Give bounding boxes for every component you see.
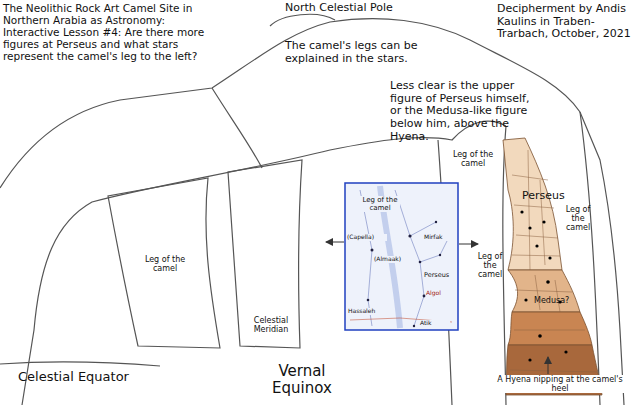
star-label: (Almaak): [374, 256, 414, 263]
figure-label: A Hyena nipping at the camel's heel: [496, 375, 624, 393]
meridian-label: Celestial Meridian: [245, 316, 297, 334]
figure-label: Perseus: [522, 190, 572, 203]
equator-label: Celestial Equator: [18, 370, 158, 385]
title-text: The Neolithic Rock Art Camel Site in Nor…: [3, 2, 215, 62]
figure-label: Medusa?: [534, 296, 574, 305]
leg-label: Leg of the camel: [474, 252, 506, 280]
leg-label: Leg of the camel: [451, 150, 495, 168]
note-text: The camel's legs can be explained in the…: [285, 40, 435, 65]
credit-note: Decipherment by Andis Kaulins in Traben-…: [497, 3, 637, 41]
note-text: Less clear is the upper figure of Perseu…: [390, 80, 540, 143]
star-label: Hassaleh: [348, 308, 388, 315]
star-label: Atik: [420, 320, 450, 327]
constellation-label: Perseus: [424, 272, 456, 279]
leg-label: Leg of the camel: [143, 255, 187, 273]
star-label: (Capella): [347, 234, 387, 241]
equinox-label: Vernal Equinox: [252, 363, 352, 398]
pole-label: North Celestial Pole: [285, 2, 415, 15]
star-label: Algol: [426, 290, 456, 297]
leg-label: Leg of the camel: [360, 196, 400, 212]
leg-label: Leg of the camel: [560, 205, 596, 233]
star-label: Mirfak: [424, 234, 456, 241]
